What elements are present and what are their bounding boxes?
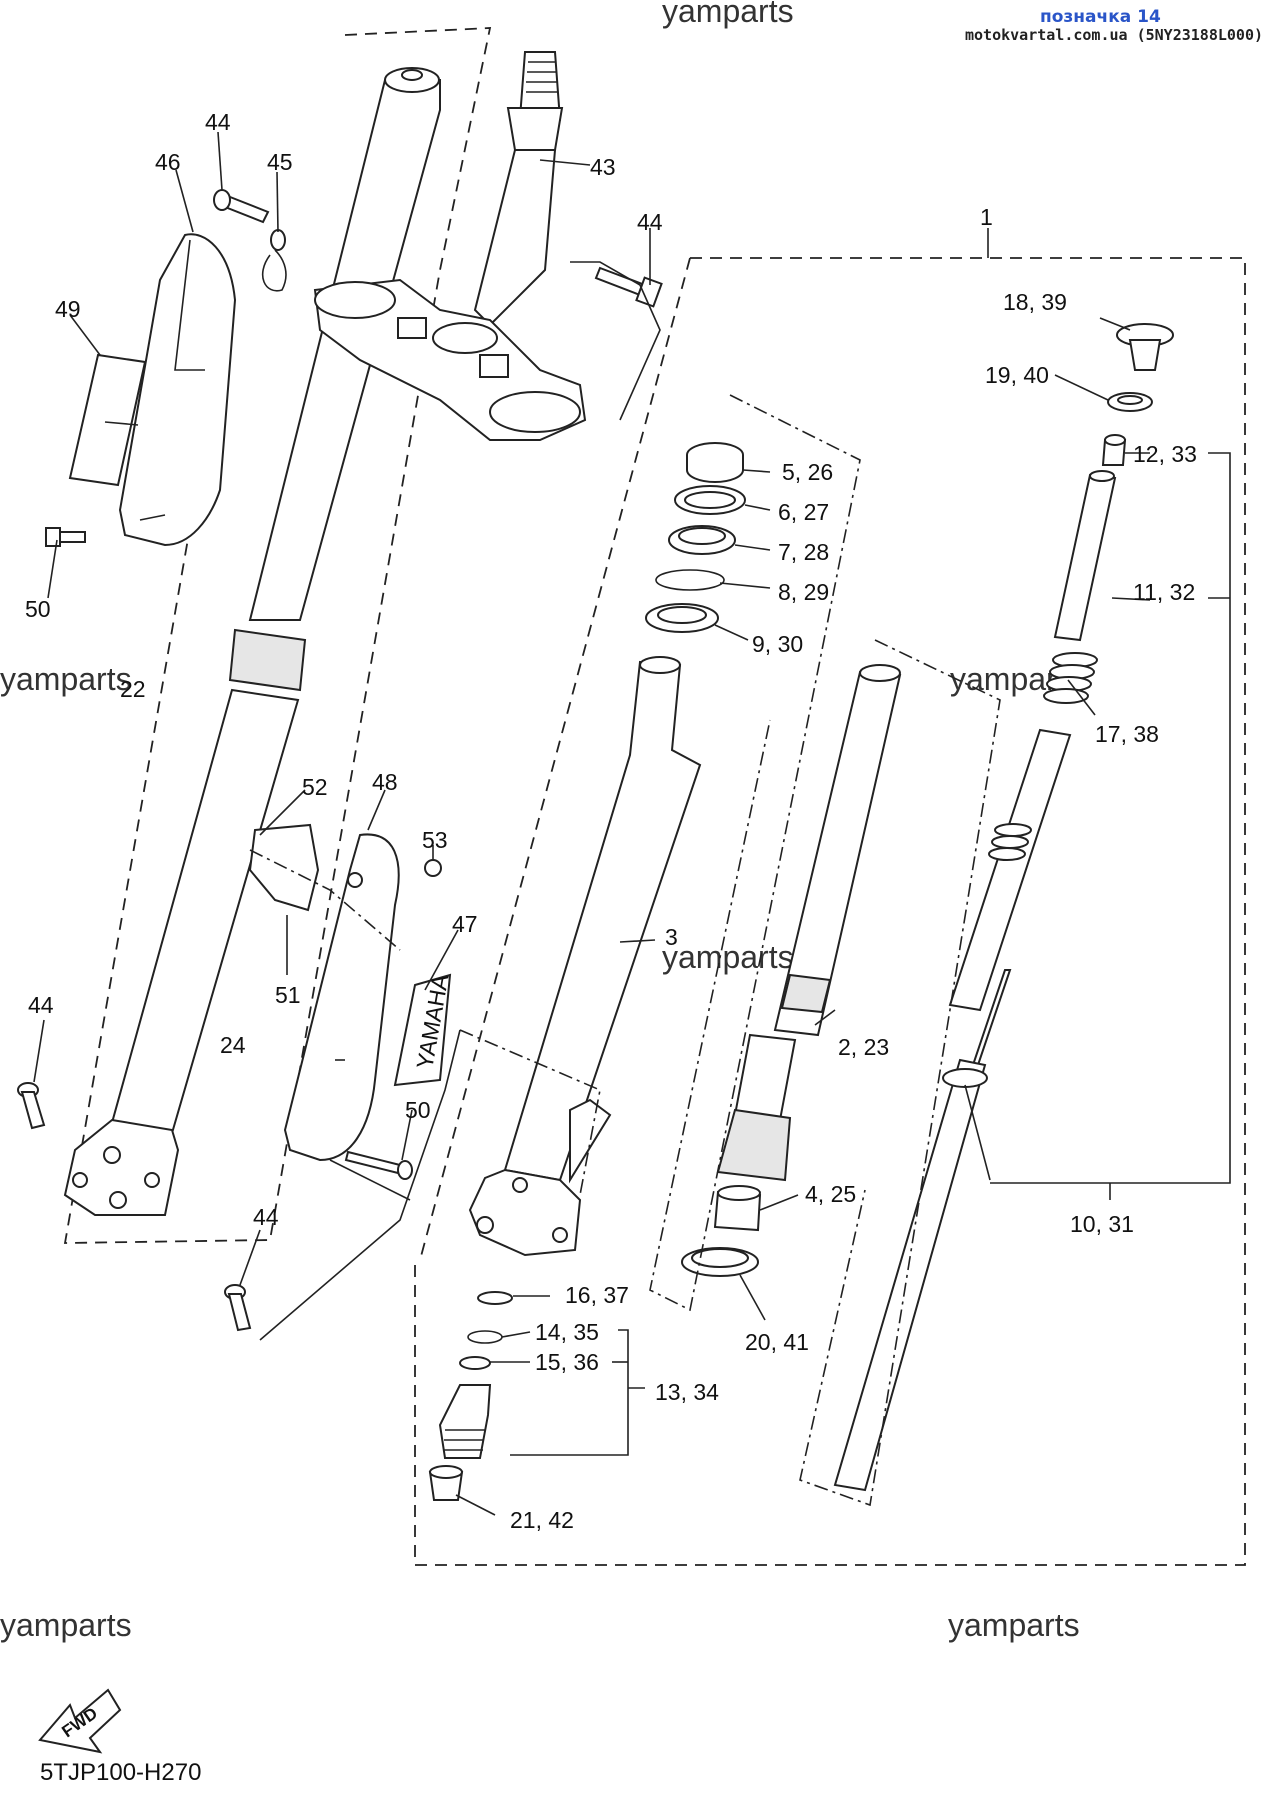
label-16-37: 16, 37 — [565, 1282, 629, 1308]
triple-clamp-group-boundary — [419, 257, 691, 1261]
diagram-title: позначка 14 — [1040, 7, 1161, 27]
label-51: 51 — [275, 982, 301, 1008]
fork-guard-lower — [283, 833, 400, 1162]
watermark-bottom-left: yamparts — [0, 1607, 132, 1643]
label-12-33: 12, 33 — [1133, 441, 1197, 467]
o-ring-19-40 — [1107, 392, 1153, 412]
left-fork-outer-tube — [63, 67, 441, 1216]
label-19-40: 19, 40 — [985, 362, 1049, 388]
label-21-42: 21, 42 — [510, 1507, 574, 1533]
nut-53 — [424, 859, 442, 877]
base-valve-13-34 — [438, 1384, 492, 1459]
bolt-44-right — [594, 266, 663, 308]
bolt-44-bottom — [224, 1284, 252, 1332]
label-22: 22 — [120, 676, 146, 702]
label-6-27: 6, 27 — [778, 499, 829, 525]
label-46: 46 — [155, 149, 181, 175]
seal-7-28 — [668, 525, 736, 555]
o-ring-16-37 — [477, 1291, 513, 1305]
outer-tube-3 — [468, 656, 702, 1257]
steering-stem — [473, 51, 564, 327]
seal-5-26 — [686, 442, 744, 483]
label-7-28: 7, 28 — [778, 539, 829, 565]
dust-seal-20-41 — [681, 1247, 759, 1277]
triple-clamp — [313, 278, 587, 441]
leader-lines — [33, 131, 1151, 1516]
fork-assembly-group-boundary — [414, 257, 1246, 1566]
left-fork-group-boundary — [63, 27, 492, 1244]
fork-guard-pad — [68, 353, 147, 487]
part-labels: 1 2, 23 3 4, 25 5, 26 6, 27 7, 28 8, 29 … — [25, 109, 1197, 1533]
watermark-left-mid: yamparts — [0, 661, 132, 697]
front-fork-guard-left — [118, 233, 237, 547]
inner-tube-2-23 — [716, 664, 902, 1182]
label-1: 1 — [980, 204, 993, 230]
label-53: 53 — [422, 827, 448, 853]
label-18-39: 18, 39 — [1003, 289, 1067, 315]
watermark-bottom-right: yamparts — [948, 1607, 1080, 1643]
dust-seal-9-30 — [645, 603, 719, 633]
label-45: 45 — [267, 149, 293, 175]
slide-bushing-4-25 — [713, 1185, 762, 1232]
label-11-32: 11, 32 — [1133, 579, 1195, 605]
label-50-left: 50 — [25, 596, 51, 622]
label-44-left: 44 — [28, 992, 54, 1018]
fork-guard-logo-panel: YAMAHA — [393, 972, 454, 1087]
label-20-41: 20, 41 — [745, 1329, 809, 1355]
washer-45 — [261, 229, 287, 292]
diagram-source: motokvartal.com.ua (5NY23188L000) — [965, 26, 1263, 44]
label-47: 47 — [452, 911, 478, 937]
cap-bolt-18-39 — [1116, 323, 1174, 371]
diagram-code: 5TJP100-H270 — [40, 1759, 201, 1786]
o-ring-15-36 — [459, 1356, 491, 1370]
label-4-25: 4, 25 — [805, 1181, 856, 1207]
washer-6-27 — [674, 485, 746, 515]
label-15-36: 15, 36 — [535, 1349, 599, 1375]
bolt-44-left — [17, 1082, 46, 1130]
spring-guide-11-32 — [1053, 470, 1117, 642]
watermark-top: yamparts — [662, 0, 794, 29]
label-44-right: 44 — [637, 209, 663, 235]
bracket-lines — [249, 228, 1231, 1507]
label-49: 49 — [55, 296, 81, 322]
label-10-31: 10, 31 — [1070, 1211, 1134, 1237]
o-ring-14-35 — [467, 1330, 503, 1344]
label-9-30: 9, 30 — [752, 631, 803, 657]
nut-21-42 — [428, 1465, 464, 1501]
label-13-34: 13, 34 — [655, 1379, 719, 1405]
label-8-29: 8, 29 — [778, 579, 829, 605]
bolt-50-left — [45, 527, 86, 547]
bolt-50-mid — [344, 1150, 413, 1180]
label-24: 24 — [220, 1032, 246, 1058]
label-5-26: 5, 26 — [782, 459, 833, 485]
collar-12-33 — [1101, 434, 1127, 466]
fork-spring — [948, 728, 1072, 1012]
label-14-35: 14, 35 — [535, 1319, 599, 1345]
fwd-arrow-icon: FWD — [38, 1688, 122, 1754]
label-44-bottom: 44 — [253, 1204, 279, 1230]
label-2-23: 2, 23 — [838, 1034, 889, 1060]
label-50-mid: 50 — [405, 1097, 431, 1123]
bolt-44-top — [213, 189, 270, 224]
label-3: 3 — [665, 924, 678, 950]
watermark-center: yamparts — [662, 939, 794, 975]
clip-8-29 — [655, 569, 725, 591]
label-52: 52 — [302, 774, 328, 800]
label-17-38: 17, 38 — [1095, 721, 1159, 747]
label-43: 43 — [590, 154, 616, 180]
label-44-top: 44 — [205, 109, 231, 135]
label-48: 48 — [372, 769, 398, 795]
